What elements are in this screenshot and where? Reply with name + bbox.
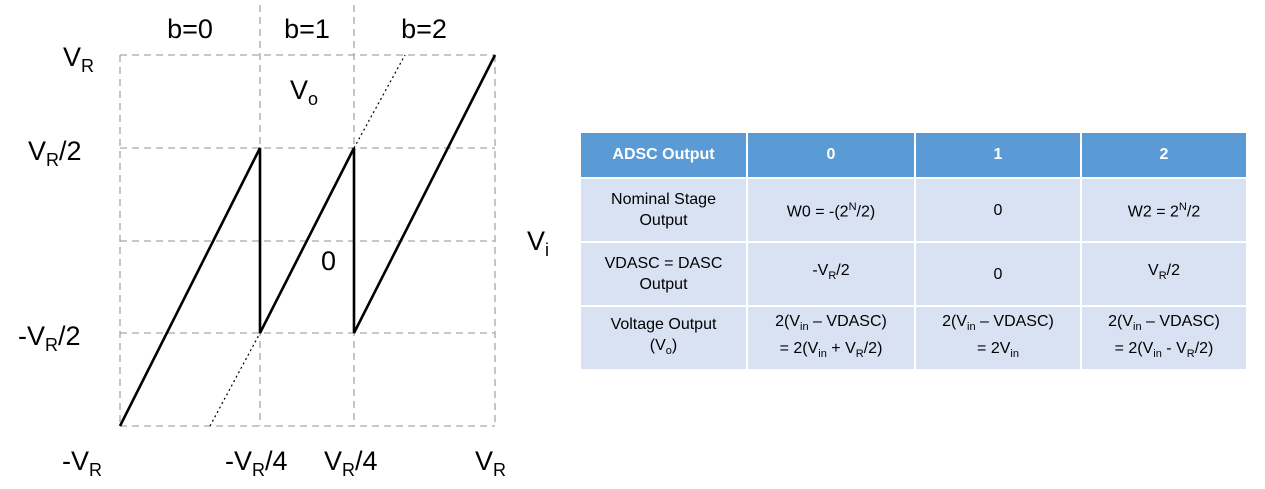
y-tick-neg-vr-half: -VR/2 xyxy=(18,321,81,355)
table-cell: W2 = 2N/2 xyxy=(1081,178,1248,243)
header-cell: 2 xyxy=(1081,133,1248,179)
origin-label: 0 xyxy=(321,246,336,276)
x-tick-neg-vr: -VR xyxy=(62,446,102,480)
table-header-row: ADSC Output 0 1 2 xyxy=(581,133,1248,179)
transfer-curve xyxy=(118,54,497,427)
table-cell: 2(Vin – VDASC) = 2(Vin - VR/2) xyxy=(1081,306,1248,371)
header-cell: ADSC Output xyxy=(581,133,748,179)
table-cell: -VR/2 xyxy=(747,242,916,307)
table-cell: 2(Vin – VDASC) = 2(Vin + VR/2) xyxy=(747,306,916,371)
header-cell: 1 xyxy=(915,133,1082,179)
x-tick-vr-quarter: VR/4 xyxy=(324,446,378,480)
region-label-b1: b=1 xyxy=(284,14,330,44)
table-cell: 2(Vin – VDASC) = 2Vin xyxy=(915,306,1082,371)
x-tick-neg-vr-quarter: -VR/4 xyxy=(225,446,288,480)
y-tick-vr: VR xyxy=(63,42,94,76)
y-tick-vr-half: VR/2 xyxy=(28,136,82,170)
grid xyxy=(119,5,496,427)
table-cell: VR/2 xyxy=(1081,242,1248,307)
region-label-b0: b=0 xyxy=(167,14,213,44)
header-cell: 0 xyxy=(747,133,916,179)
vi-label: Vi xyxy=(527,226,549,260)
region-label-b2: b=2 xyxy=(401,14,447,44)
table-row: Voltage Output(Vo) 2(Vin – VDASC) = 2(Vi… xyxy=(581,306,1248,371)
vo-label: Vo xyxy=(290,75,318,109)
table-cell: W0 = -(2N/2) xyxy=(747,178,916,243)
transfer-characteristic-diagram: b=0 b=1 b=2 VR VR/2 -VR/2 -VR -VR/4 VR/4… xyxy=(18,5,549,480)
x-tick-vr: VR xyxy=(475,446,506,480)
row-label: Voltage Output(Vo) xyxy=(581,306,748,371)
table-cell: 0 xyxy=(915,178,1082,243)
table-cell: 0 xyxy=(915,242,1082,307)
